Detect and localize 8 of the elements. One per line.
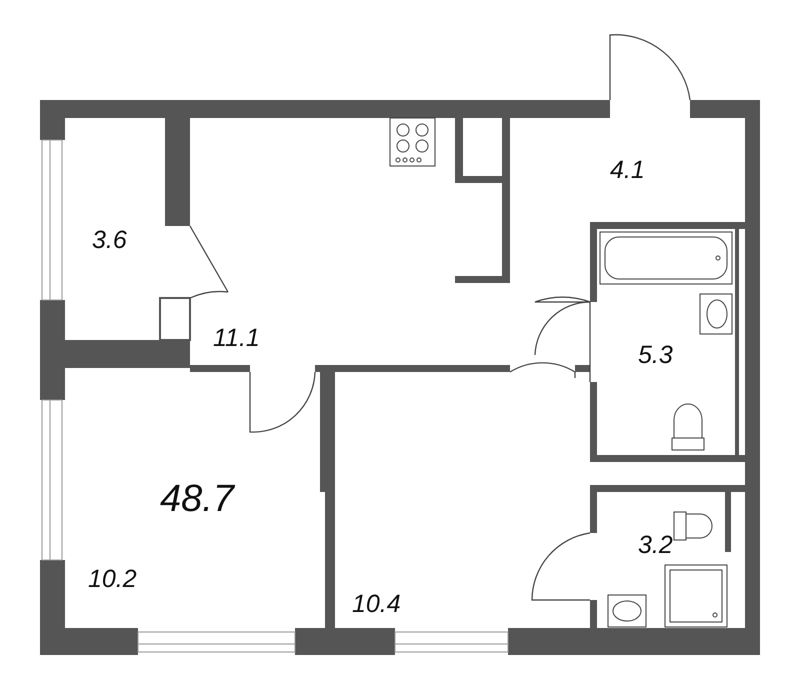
area-label: 11.1	[213, 326, 260, 351]
area-label: 3.6	[92, 228, 127, 253]
area-label: 10.2	[88, 567, 137, 592]
area-label: 5.3	[638, 343, 673, 368]
area-label: 48.7	[160, 480, 234, 518]
area-label: 4.1	[610, 158, 645, 183]
area-label: 3.2	[638, 533, 673, 558]
area-label: 10.4	[352, 592, 401, 617]
